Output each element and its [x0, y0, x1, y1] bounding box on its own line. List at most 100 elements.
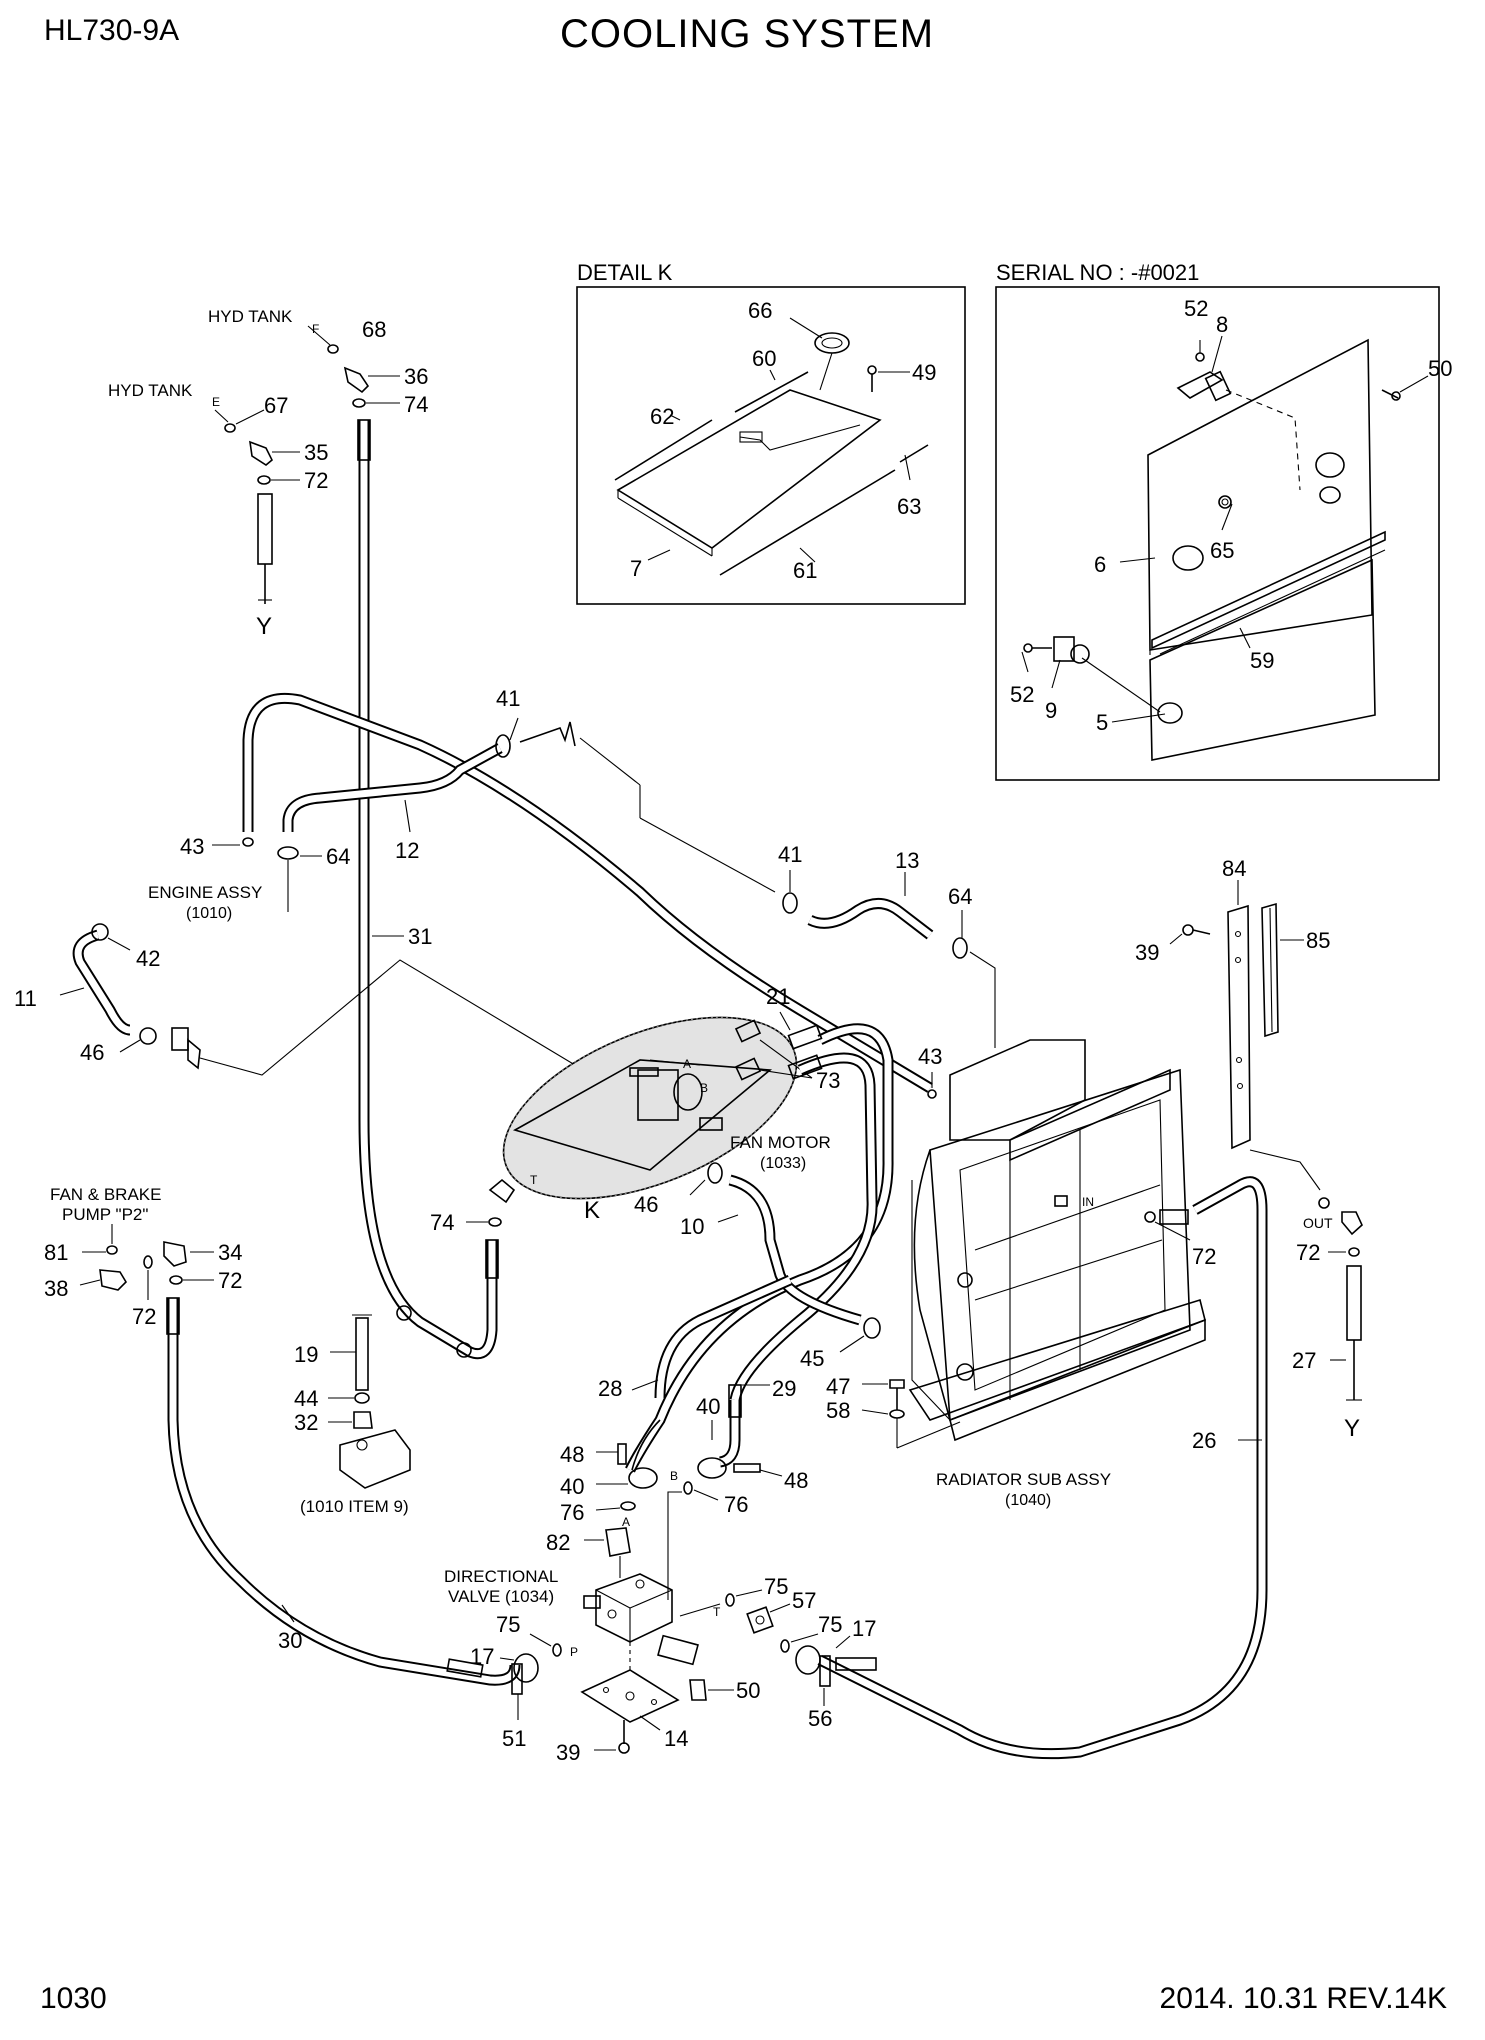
clamp-46-right	[707, 1162, 723, 1184]
hose-19: 19 44 32 (1010 ITEM 9)	[294, 1314, 411, 1516]
callout-75-right: 75	[818, 1612, 842, 1637]
callout-40-left: 40	[560, 1474, 584, 1499]
callout-84: 84	[1222, 856, 1246, 881]
callout-17-right: 17	[852, 1616, 876, 1641]
seal-60	[734, 371, 809, 413]
radiator-core	[929, 1068, 1191, 1422]
bolt-47-washer-58: 47 58	[826, 1374, 961, 1449]
detail-k-frame	[576, 286, 966, 605]
label-engine-assy-ref: (1010)	[186, 905, 232, 922]
callout-38: 38	[44, 1276, 68, 1301]
callout-74-top: 74	[404, 392, 428, 417]
callout-48-left: 48	[560, 1442, 584, 1467]
flanges-40-48: 48 40 76 A 40 48 B 76	[560, 1394, 808, 1600]
callout-9: 9	[1045, 698, 1057, 723]
directional-valve: DIRECTIONAL VALVE (1034) 82 14 39 50	[444, 1527, 788, 1765]
plug-65	[1218, 495, 1232, 509]
clamp-41-top	[495, 734, 511, 758]
callout-36: 36	[404, 364, 428, 389]
callout-11: 11	[14, 986, 37, 1011]
cover-9	[1053, 636, 1075, 662]
bolt-39-top	[1182, 924, 1194, 936]
pipe-43: 43 43	[180, 692, 942, 1099]
callout-12: 12	[395, 838, 419, 863]
callout-42: 42	[136, 946, 160, 971]
callout-44: 44	[294, 1386, 318, 1411]
oring-81	[106, 1245, 118, 1255]
bolt-50-bottom	[689, 1679, 707, 1701]
bracket-84	[1227, 904, 1251, 1150]
callout-43-left: 43	[180, 834, 204, 859]
callout-76-left: 76	[560, 1500, 584, 1525]
callout-26: 26	[1192, 1428, 1216, 1453]
callout-72-out: 72	[1296, 1240, 1320, 1265]
fan-port-a: A	[683, 1057, 691, 1071]
label-fan-brake-pump-2: PUMP "P2"	[62, 1205, 148, 1224]
radiator-assy: IN RADIATOR SUB ASSY (1040)	[908, 1039, 1206, 1509]
callout-10: 10	[680, 1214, 704, 1239]
callout-82: 82	[546, 1530, 570, 1555]
callout-45: 45	[800, 1346, 824, 1371]
callout-68: 68	[362, 317, 386, 342]
callout-41-mid: 41	[778, 842, 802, 867]
label-port-e: E	[212, 395, 220, 409]
callout-28: 28	[598, 1376, 622, 1401]
solenoid-82	[605, 1527, 631, 1557]
callout-40-right: 40	[696, 1394, 720, 1419]
nipple-44	[354, 1392, 370, 1404]
hose-12: 12 64 41	[277, 686, 776, 912]
label-hyd-tank-f: HYD TANK	[208, 307, 293, 326]
callout-19: 19	[294, 1342, 318, 1367]
callout-50-bottom: 50	[736, 1678, 760, 1703]
label-directional-valve: DIRECTIONAL	[444, 1567, 558, 1586]
valve-port-a: A	[622, 1515, 630, 1529]
callout-49: 49	[912, 360, 936, 385]
oring-75-t	[725, 1593, 735, 1607]
callout-72-pump: 72	[132, 1304, 156, 1329]
clamp-45	[863, 1317, 881, 1339]
callout-17-left: 17	[470, 1644, 494, 1669]
callout-39-bottom: 39	[556, 1740, 580, 1765]
fan-port-b: B	[700, 1081, 708, 1095]
callout-47: 47	[826, 1374, 850, 1399]
label-fan-motor-ref: (1033)	[760, 1155, 806, 1172]
detail-k-title: DETAIL K	[577, 260, 673, 285]
callout-76-right: 76	[724, 1492, 748, 1517]
callout-39-top: 39	[1135, 940, 1159, 965]
callout-34: 34	[218, 1240, 242, 1265]
oring-75-p	[552, 1643, 562, 1657]
cap-57	[746, 1606, 774, 1634]
label-engine-assy: ENGINE ASSY	[148, 883, 262, 902]
fan-port-t: T	[530, 1173, 538, 1187]
callout-73: 73	[816, 1068, 840, 1093]
oring-74-top	[352, 398, 366, 408]
callout-31: 31	[408, 924, 432, 949]
flange-17-left-part	[513, 1653, 539, 1683]
callout-29: 29	[772, 1376, 796, 1401]
oring-72-e	[169, 1275, 183, 1285]
callout-59: 59	[1250, 648, 1274, 673]
label-engine-item: (1010 ITEM 9)	[300, 1497, 409, 1516]
hose-10: 46 10 45	[634, 1162, 881, 1371]
hose-13: 41 13 64	[778, 842, 996, 1048]
hose-28-29: 28 29	[598, 1274, 796, 1468]
oring-72-top	[257, 475, 271, 485]
bracket-84-85: 84 85 39	[1135, 856, 1330, 1191]
page-number: 1030	[40, 1982, 107, 2015]
bolt-48-right	[733, 1463, 761, 1473]
seal-61	[719, 469, 896, 576]
callout-61: 61	[793, 558, 817, 583]
serial-frame	[995, 286, 1440, 781]
flange-17-right: 57 75 17 56	[746, 1588, 877, 1731]
callout-75-t: 75	[764, 1574, 788, 1599]
clamp-64-left	[277, 846, 299, 860]
callout-8: 8	[1216, 312, 1228, 337]
detail-k-plate	[616, 389, 882, 549]
elbow-34	[163, 1241, 187, 1267]
callout-6: 6	[1094, 552, 1106, 577]
callout-64-right: 64	[948, 884, 972, 909]
label-fan-motor: FAN MOTOR	[730, 1133, 831, 1152]
serial-title: SERIAL NO : -#0021	[996, 260, 1199, 285]
flange-17-left: 17 51	[470, 1644, 539, 1751]
callout-5: 5	[1096, 710, 1108, 735]
